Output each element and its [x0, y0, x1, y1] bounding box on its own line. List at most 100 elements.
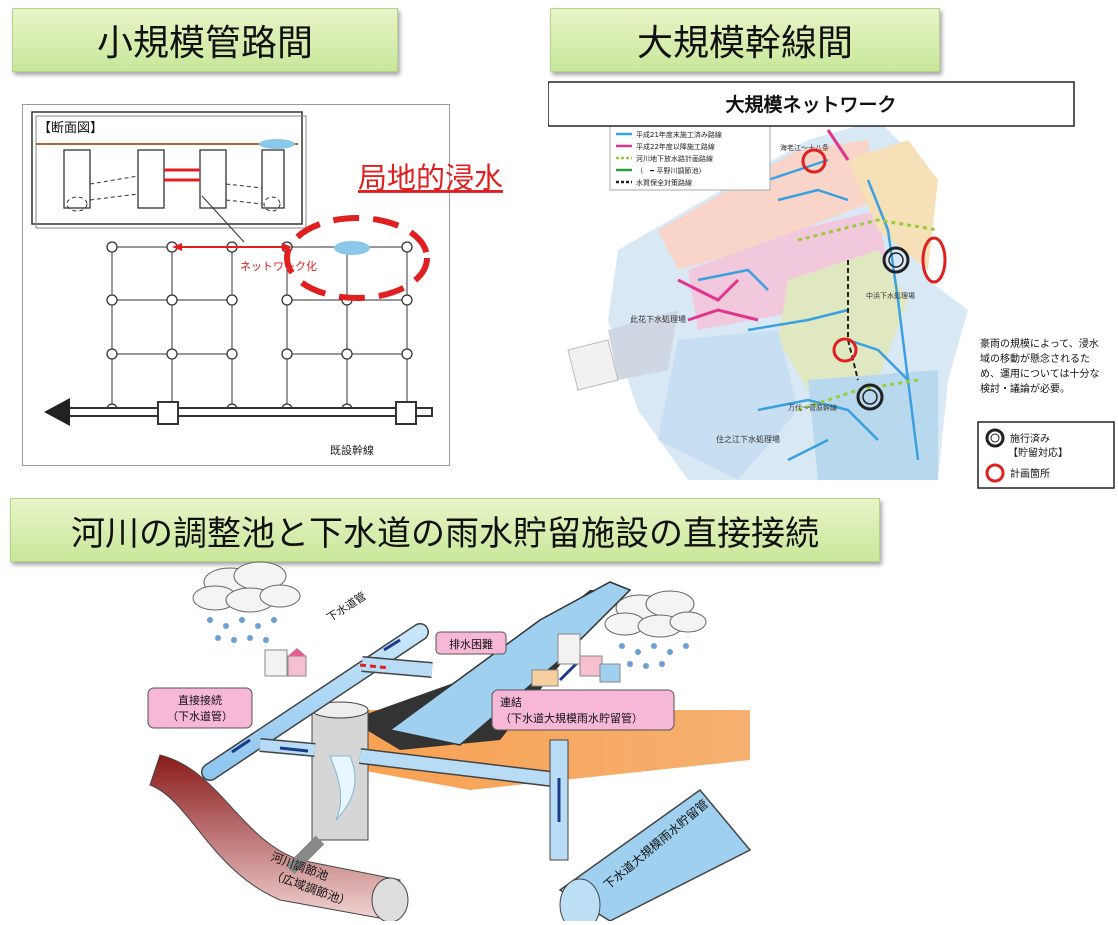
flood-overlay: 局地的浸水	[284, 161, 503, 301]
map-legend-label: 水質保全対策路線	[636, 178, 692, 187]
link-arrow-right	[282, 243, 292, 251]
built-routes	[697, 158, 920, 462]
manhole-node	[401, 348, 413, 360]
manhole-node	[166, 294, 178, 306]
manhole-3	[199, 149, 227, 209]
trunk-shaft-1	[157, 401, 179, 425]
bottom-diagram: 排水困難 直接接続 （下水道管） 連結 （下水道大規模雨水貯留管） 下水道管 河…	[140, 560, 780, 925]
callout-connection-text-1: 連結	[500, 695, 522, 709]
rain-right	[619, 643, 689, 669]
manhole-node	[106, 294, 118, 306]
manhole-node	[226, 294, 238, 306]
legend-built-label: 施行済み	[1010, 432, 1050, 445]
river-pond-end	[371, 877, 409, 923]
trunk-label: 既設幹線	[330, 443, 374, 457]
note-line-2: 域の移動が懸念されるた	[980, 352, 1090, 365]
callout-direct-text-1: 直接接続	[178, 693, 222, 707]
title-bottom: 河川の調整池と下水道の雨水貯留施設の直接接続	[10, 498, 880, 562]
note-line-1: 豪雨の規模によって、浸水	[980, 337, 1099, 350]
flood-area-ellipse	[284, 215, 430, 301]
manhole-node	[226, 348, 238, 360]
map-label-suminoe: 住之江下水処理場	[716, 434, 780, 444]
map-label-mandai: 万代～菅原幹線	[788, 403, 837, 412]
note-line-4: 検討・議論が必要。	[980, 382, 1070, 395]
river-route	[797, 218, 939, 412]
pointer-line	[201, 195, 245, 243]
buildings-left	[264, 648, 307, 677]
manhole-node	[401, 241, 413, 253]
bottom-svg: 排水困難 直接接続 （下水道管） 連結 （下水道大規模雨水貯留管） 下水道管 河…	[147, 561, 752, 925]
callout-direct-text-2: （下水道管）	[167, 709, 233, 723]
cloud-right	[604, 590, 707, 638]
callout-connection-text-2: （下水道大規模雨水貯留管）	[500, 711, 643, 725]
small-scale-svg: 【断面図】 ネットワーク化 既設幹線	[22, 104, 450, 466]
river-channel	[388, 581, 632, 746]
section-label: 【断面図】	[38, 121, 103, 136]
flood-water	[334, 241, 370, 255]
sewer-pipe	[202, 624, 428, 780]
built-marker-1	[882, 246, 910, 274]
planned-marker-2	[921, 236, 947, 284]
cloud-left	[192, 561, 301, 613]
link-arrow-left	[172, 243, 182, 251]
map-legend	[609, 123, 771, 191]
legend-planned-label: 計画箇所	[1010, 467, 1050, 480]
note-text: 豪雨の規模によって、浸水 域の移動が懸念されるた め、運用については十分な 検討…	[980, 337, 1103, 395]
map-legend-label: 平成21年度末施工済み路線	[636, 130, 722, 139]
network-label: ネットワーク化	[240, 259, 317, 273]
title-large-text: 大規模幹線間	[636, 23, 853, 64]
surface-water	[259, 139, 295, 149]
section-shadow	[35, 115, 307, 229]
planned-marker-3	[832, 337, 858, 363]
map-legend-label: （ ━ 平野川調節池）	[636, 166, 705, 175]
note-line-3: め、運用については十分な	[980, 367, 1100, 380]
manhole-node	[281, 348, 293, 360]
legend-built-sub: 【貯留対応】	[1008, 446, 1068, 459]
map-legend-label: 平成22年度以降施工路線	[636, 142, 715, 151]
trunk-sewer	[61, 407, 433, 417]
manhole-node	[281, 294, 293, 306]
callout-connection	[491, 689, 675, 731]
title-small: 小規模管路間	[12, 8, 398, 72]
legend-planned-icon	[985, 463, 1005, 483]
waterfall	[329, 755, 356, 821]
built-marker-2	[856, 383, 884, 411]
large-scale-diagram: 平成21年度末施工済み路線平成22年度以降施工路線河川地下放水路計画路線 （ ━ …	[547, 80, 1118, 500]
planned-routes	[677, 129, 850, 322]
map-legend-label: 河川地下放水路計画路線	[636, 154, 713, 163]
title-small-text: 小規模管路間	[96, 23, 313, 64]
manhole-node	[106, 348, 118, 360]
flood-label: 局地的浸水	[358, 161, 503, 195]
existing-pipes	[66, 175, 281, 212]
planned-marker-1	[801, 148, 827, 174]
manhole-node	[106, 241, 118, 253]
map-label-ebie: 海老江～十八条	[780, 143, 829, 152]
callout-drain-text: 排水困難	[449, 637, 493, 651]
map-label-konohana: 此花下水処理場	[630, 314, 686, 324]
manhole-2	[137, 149, 165, 209]
manhole-1	[63, 149, 91, 209]
title-large: 大規模幹線間	[550, 8, 940, 72]
manhole-node	[166, 348, 178, 360]
manholes	[63, 149, 285, 209]
markers	[801, 148, 947, 411]
rain-left	[207, 617, 277, 643]
legend-built-icon	[985, 428, 1005, 448]
trunk-arrow	[44, 398, 70, 426]
manhole-node	[341, 348, 353, 360]
manhole-node	[401, 294, 413, 306]
shaft-connector	[285, 835, 325, 875]
map-label-nakahama: 中浜下水処理場	[866, 291, 915, 300]
sewer-pipe-label: 下水道管	[324, 589, 369, 625]
network-title: 大規模ネットワーク	[725, 93, 896, 116]
small-scale-diagram: 【断面図】 ネットワーク化 既設幹線	[22, 104, 450, 466]
trunk-shaft-2	[395, 401, 417, 425]
callout-drain	[435, 631, 507, 655]
callout-direct	[147, 687, 253, 729]
manhole-4	[261, 149, 285, 209]
connection-pipe	[359, 749, 561, 787]
network-title-box	[547, 81, 1075, 127]
buildings-right	[531, 633, 621, 687]
